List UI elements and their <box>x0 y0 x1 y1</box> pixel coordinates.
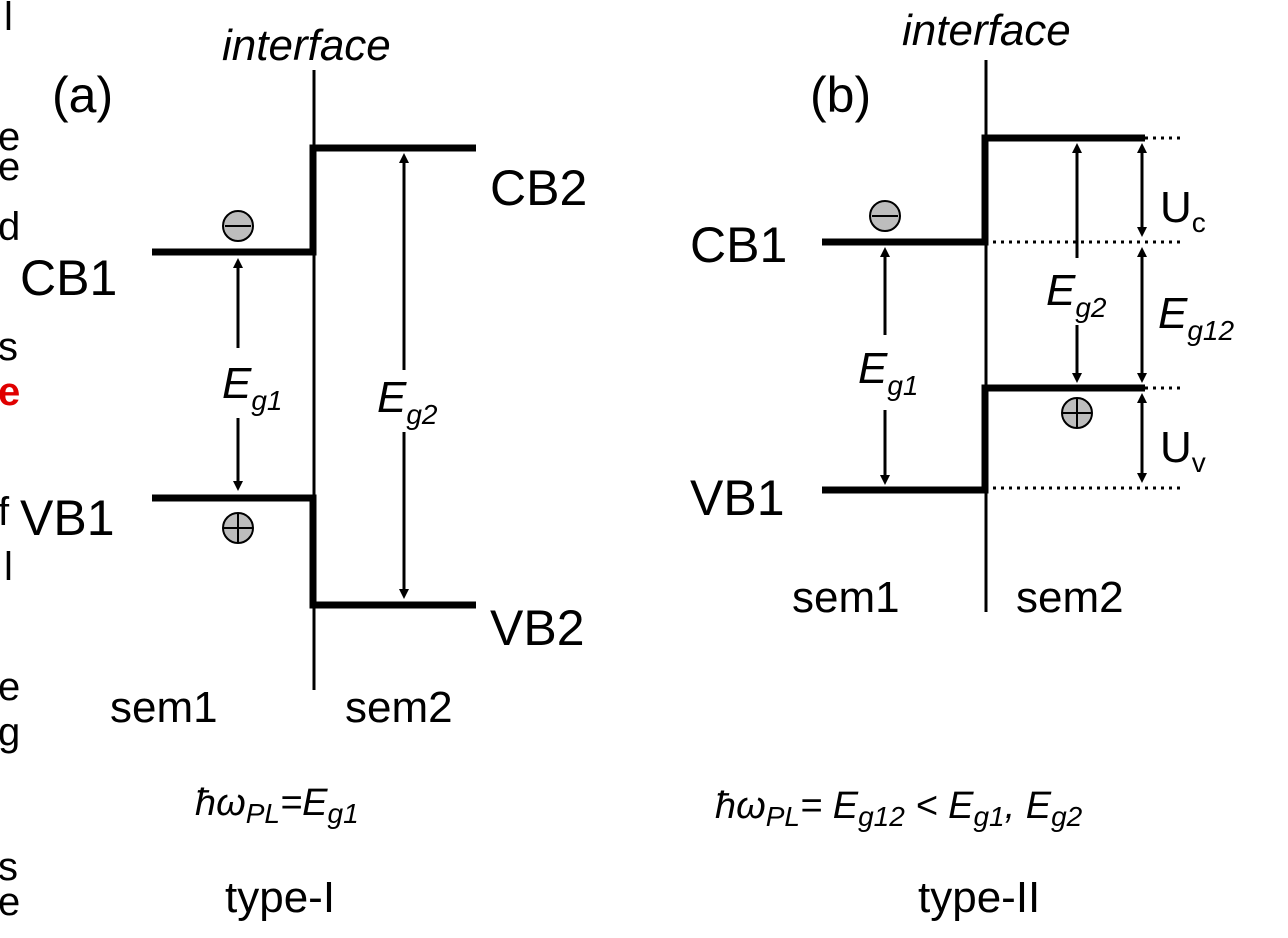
panel-a-cb2-label: CB2 <box>490 160 587 216</box>
edge-char: s <box>0 845 18 889</box>
panel-b-vb1-label: VB1 <box>690 470 785 526</box>
panel-b-interface-label: interface <box>902 6 1071 55</box>
panel-b-cb1-label: CB1 <box>690 217 787 273</box>
panel-b-conduction-band <box>822 134 1145 246</box>
edge-char: l <box>4 545 13 589</box>
panel-a-valence-band <box>152 494 476 609</box>
panel-b-formula: ħωPL= Eg12 < Eg1, Eg2 <box>715 785 1083 832</box>
panel-b-uc-label: Uc <box>1160 183 1206 238</box>
edge-char: l <box>4 0 13 39</box>
panel-b-eg1-label: Eg1 <box>858 344 919 401</box>
panel-b-electron-minus-icon <box>869 200 901 232</box>
panel-a-eg2-label: Eg2 <box>377 373 438 430</box>
panel-a-type-label: type-I <box>225 873 335 922</box>
panel-a-hole-plus-icon <box>222 512 254 544</box>
edge-char: f <box>0 490 10 534</box>
left-edge-text: l e e d s e f l e g s e <box>0 0 20 924</box>
panel-a-sem2-label: sem2 <box>345 683 453 732</box>
edge-char-accent: e <box>0 370 20 414</box>
panel-b-valence-band <box>822 384 1145 494</box>
panel-a-eg1-label: Eg1 <box>222 359 283 416</box>
panel-b-eg12-label: Eg12 <box>1158 289 1235 346</box>
panel-a-interface-label: interface <box>222 21 391 70</box>
edge-char: e <box>0 880 20 924</box>
panel-a-electron-minus-icon <box>222 210 254 242</box>
panel-b-type-label: type-II <box>918 873 1040 922</box>
panel-b-uv-label: Uv <box>1160 423 1206 478</box>
panel-a: (a) interface CB1 CB2 VB1 VB2 Eg1 Eg2 <box>20 21 587 922</box>
edge-char: g <box>0 710 20 754</box>
panel-a-vb1-label: VB1 <box>20 490 115 546</box>
panel-a-conduction-band <box>152 144 476 256</box>
panel-b-eg2-label: Eg2 <box>1046 266 1107 323</box>
panel-b-tag: (b) <box>810 67 871 123</box>
panel-a-tag: (a) <box>52 67 113 123</box>
panel-a-cb1-label: CB1 <box>20 250 117 306</box>
panel-a-sem1-label: sem1 <box>110 683 218 732</box>
edge-char: e <box>0 665 20 709</box>
panel-a-vb2-label: VB2 <box>490 600 585 656</box>
edge-char: e <box>0 145 20 189</box>
edge-char: d <box>0 205 20 249</box>
panel-b-sem1-label: sem1 <box>792 573 900 622</box>
panel-b-hole-plus-icon <box>1061 397 1093 429</box>
edge-char: s <box>0 325 18 369</box>
panel-b-sem2-label: sem2 <box>1016 573 1124 622</box>
panel-a-formula: ħωPL=Eg1 <box>195 782 359 829</box>
edge-char: e <box>0 115 20 159</box>
panel-b: (b) interface CB1 VB1 Eg1 Eg2 Uc <box>690 6 1235 922</box>
